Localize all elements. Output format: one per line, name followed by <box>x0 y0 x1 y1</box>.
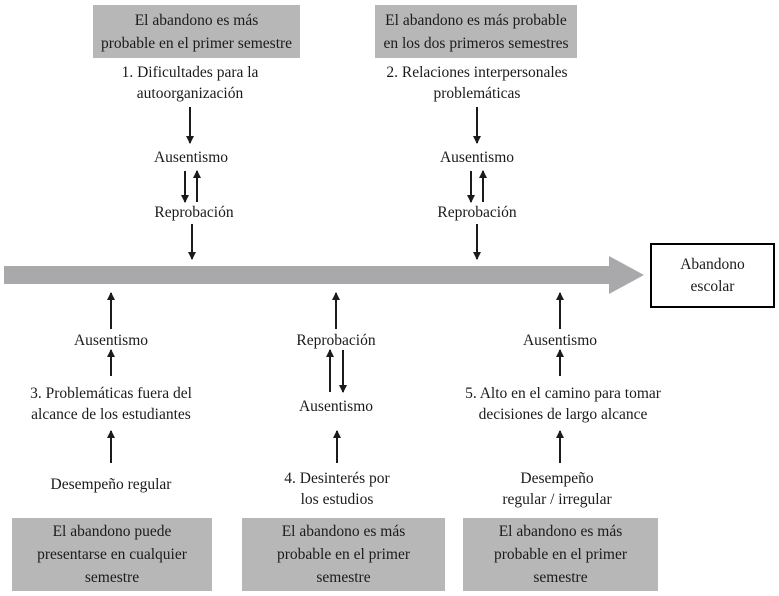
node-ausentismo-bottom-left: Ausentismo <box>73 332 149 349</box>
node-ausentismo-top-right: Ausentismo <box>439 149 515 166</box>
arrow-up-icon <box>330 292 342 330</box>
node-ausentismo-top-left: Ausentismo <box>153 149 229 166</box>
semester-note-bottom-middle: El abandono es más probable en el primer… <box>242 518 445 591</box>
semester-note-top-right: El abandono es más probable en los dos p… <box>375 5 577 58</box>
performance-left-label: Desempeño regular <box>50 476 172 493</box>
endpoint-abandono-escolar-box: Abandono escolar <box>650 243 775 308</box>
arrow-down-icon <box>184 106 196 144</box>
semester-note-top-left: El abandono es más probable en el primer… <box>93 5 300 58</box>
arrow-down-icon <box>471 106 483 144</box>
arrow-up-icon <box>324 349 336 393</box>
performance-right-label: Desempeño regular / irregular <box>502 470 612 508</box>
arrow-down-icon <box>471 223 483 260</box>
semester-note-bottom-left: El abandono puede presentarse en cualqui… <box>12 518 212 591</box>
arrow-up-icon <box>105 430 117 464</box>
cause-5-label: 5. Alto en el camino para tomar decision… <box>465 385 661 423</box>
arrow-up-icon <box>105 349 117 377</box>
arrow-up-icon <box>554 430 566 464</box>
cause-1-label: 1. Dificultades para la autoorganización <box>121 64 259 102</box>
semester-note-bottom-right: El abandono es más probable en el primer… <box>463 518 658 591</box>
arrow-down-icon <box>465 170 477 203</box>
node-ausentismo-bottom-middle: Ausentismo <box>298 398 374 415</box>
cause-2-label: 2. Relaciones interpersonales problemáti… <box>386 64 568 102</box>
arrow-down-icon <box>337 349 349 393</box>
arrow-down-icon <box>179 170 191 203</box>
arrow-up-icon <box>105 292 117 330</box>
arrow-down-icon <box>186 223 198 260</box>
arrow-up-icon <box>554 349 566 377</box>
cause-4-label: 4. Desinterés por los estudios <box>284 470 390 508</box>
node-reprobacion-bottom-middle: Reprobación <box>296 332 376 349</box>
arrow-up-icon <box>331 430 343 464</box>
arrow-up-icon <box>554 292 566 330</box>
timeline-arrow-head <box>609 256 644 294</box>
timeline-arrow-shaft <box>4 266 609 284</box>
node-reprobacion-top-left: Reprobación <box>154 204 234 221</box>
arrow-up-icon <box>477 170 489 203</box>
node-reprobacion-top-right: Reprobación <box>437 204 517 221</box>
cause-3-label: 3. Problemáticas fuera del alcance de lo… <box>30 385 192 423</box>
node-ausentismo-bottom-right: Ausentismo <box>522 332 598 349</box>
arrow-up-icon <box>191 170 203 203</box>
